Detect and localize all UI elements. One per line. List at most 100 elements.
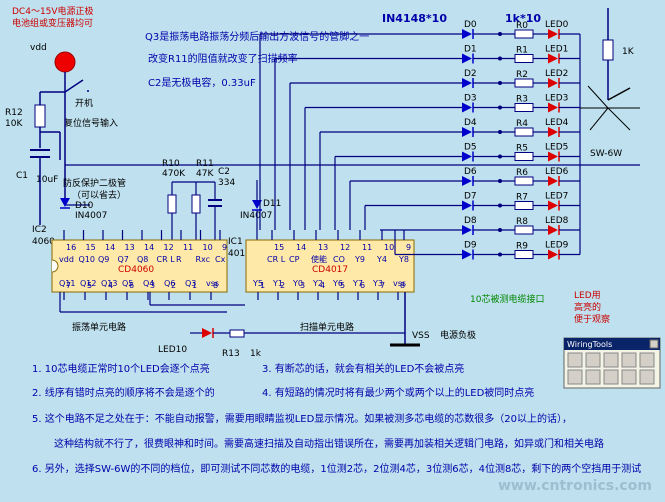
cable-port-pin — [498, 81, 502, 85]
ic2-bot-pin-label: Q13 — [101, 279, 117, 288]
diode-array-title: IN4148*10 — [382, 12, 447, 25]
array-resistor — [514, 103, 534, 112]
power-positive-terminal — [54, 51, 76, 73]
r13-label: R13 — [222, 349, 240, 359]
vss-label: VSS — [412, 331, 430, 341]
ic1-bot-pin-label: Y2 — [312, 279, 323, 288]
array-diode-label: D1 — [464, 45, 477, 55]
zoom-tool-icon[interactable] — [639, 369, 655, 385]
ic1-top-pin-label: Y9 — [354, 255, 365, 264]
scan-unit-label: 扫描单元电路 — [300, 321, 354, 333]
cable-port-pin — [498, 154, 502, 159]
ic1-top-pin-number: 15 — [274, 243, 284, 252]
ic1-bot-pin-label: vss — [393, 279, 406, 288]
ic2-top-pin-label: Q10 — [79, 255, 95, 264]
ic2-top-pin-number: 12 — [164, 243, 174, 252]
array-resistor — [514, 54, 534, 63]
ic1-value: 4017 — [228, 249, 251, 259]
note-6: 6. 另外，选择SW-6W的不同的档位，即可测试不同芯数的电缆，1位测2芯，2位… — [32, 462, 641, 475]
label-tool-icon[interactable] — [639, 352, 655, 368]
resistor-array-title: 1k*10 — [505, 12, 541, 25]
r10-value: 470K — [162, 169, 186, 179]
junction-tool-icon[interactable] — [621, 352, 637, 368]
select-tool-icon[interactable] — [567, 352, 583, 368]
ic2-bot-pin-number: 2 — [171, 281, 176, 290]
array-diode-label: D2 — [464, 69, 477, 79]
cable-port-label: 10芯被测电缆接口 — [470, 293, 544, 305]
array-led — [548, 200, 558, 211]
r12-resistor — [34, 104, 46, 128]
array-resistor — [514, 176, 534, 186]
array-led — [548, 127, 558, 137]
led10-indicator — [202, 328, 212, 338]
ic2-top-pin-number: 14 — [144, 243, 154, 252]
d10-part: IN4007 — [75, 211, 107, 221]
r13-resistor — [229, 329, 245, 338]
r1k-label: 1K — [622, 47, 635, 57]
r10-label: R10 — [162, 159, 180, 169]
power-supply-label-2: 电池组或变压器均可 — [12, 17, 93, 29]
array-led-label: LED1 — [545, 45, 568, 55]
text-tool-icon[interactable] — [621, 369, 637, 385]
array-diode-label: D7 — [464, 192, 477, 202]
q3-note-1: Q3是振荡电路振荡分频后输出方波信号的管脚之一 — [145, 30, 369, 43]
array-led — [548, 78, 558, 88]
power-switch[interactable] — [64, 79, 84, 93]
ic2-bot-pin-number: 5 — [87, 281, 92, 290]
cable-port-pin — [498, 203, 502, 208]
array-diode — [462, 102, 472, 113]
array-led — [548, 225, 558, 235]
ic1-top-pin-number: 11 — [362, 243, 372, 252]
c2-value: 334 — [218, 178, 235, 188]
array-diode — [462, 225, 472, 235]
ic1-top-pin-label: CP — [289, 255, 300, 264]
array-diode-label: D6 — [464, 167, 477, 177]
array-resistor — [514, 225, 534, 235]
ic1-top-pin-number: 9 — [406, 243, 411, 252]
array-resistor — [514, 29, 534, 39]
power-tool-icon[interactable] — [567, 369, 583, 385]
r11-resistor — [191, 194, 201, 214]
reset-input-label: 复位信号输入 — [64, 117, 118, 129]
array-resistor-label: R2 — [516, 70, 528, 80]
ic2-top-pin-number: 16 — [66, 243, 76, 252]
ic1-bot-pin-label: Y0 — [292, 279, 303, 288]
array-resistor — [514, 201, 534, 210]
array-resistor-label: R8 — [516, 217, 528, 227]
note-2: 2. 线序有错时点亮的顺序将不会是逐个的 — [32, 386, 215, 399]
sw-6w-rotary-switch[interactable] — [580, 85, 640, 131]
ic2-top-pin-label: Rxc — [196, 255, 211, 264]
array-resistor-label: R1 — [516, 46, 528, 56]
close-icon[interactable] — [649, 339, 659, 349]
protect-diode-label-2: （可以省去） — [72, 189, 126, 201]
ic2-top-pin-number: 14 — [105, 243, 115, 252]
cable-port-pin — [498, 252, 502, 257]
delete-tool-icon[interactable] — [603, 369, 619, 385]
wiring-tools-panel: WiringTools — [563, 337, 661, 389]
bus-tool-icon[interactable] — [603, 352, 619, 368]
array-resistor-label: R0 — [516, 21, 528, 31]
cable-port-pin — [498, 56, 502, 61]
ic2-bot-pin-label: Q6 — [164, 279, 175, 288]
array-resistor-label: R9 — [516, 242, 528, 252]
ic2-bot-pin-label: Q12 — [80, 279, 96, 288]
ground-tool-icon[interactable] — [585, 369, 601, 385]
led10-label: LED10 — [158, 345, 187, 355]
array-diode-label: D9 — [464, 241, 477, 251]
r11-value: 47K — [196, 169, 214, 179]
ic1-chip — [245, 239, 415, 293]
ic1-bot-pin-number: 8 — [400, 281, 405, 290]
wire-tool-icon[interactable] — [585, 352, 601, 368]
c1-label: C1 — [16, 171, 28, 181]
array-led-label: LED2 — [545, 69, 568, 79]
r11-label: R11 — [196, 159, 214, 169]
ic2-top-pin-number: 15 — [86, 243, 96, 252]
ic2-bot-pin-number: 4 — [108, 281, 113, 290]
ic2-bot-pin-label: Q4 — [143, 279, 154, 288]
cable-port-pin — [498, 105, 502, 110]
array-diode — [462, 151, 472, 162]
array-resistor — [514, 250, 534, 259]
array-resistor-label: R4 — [516, 119, 528, 129]
